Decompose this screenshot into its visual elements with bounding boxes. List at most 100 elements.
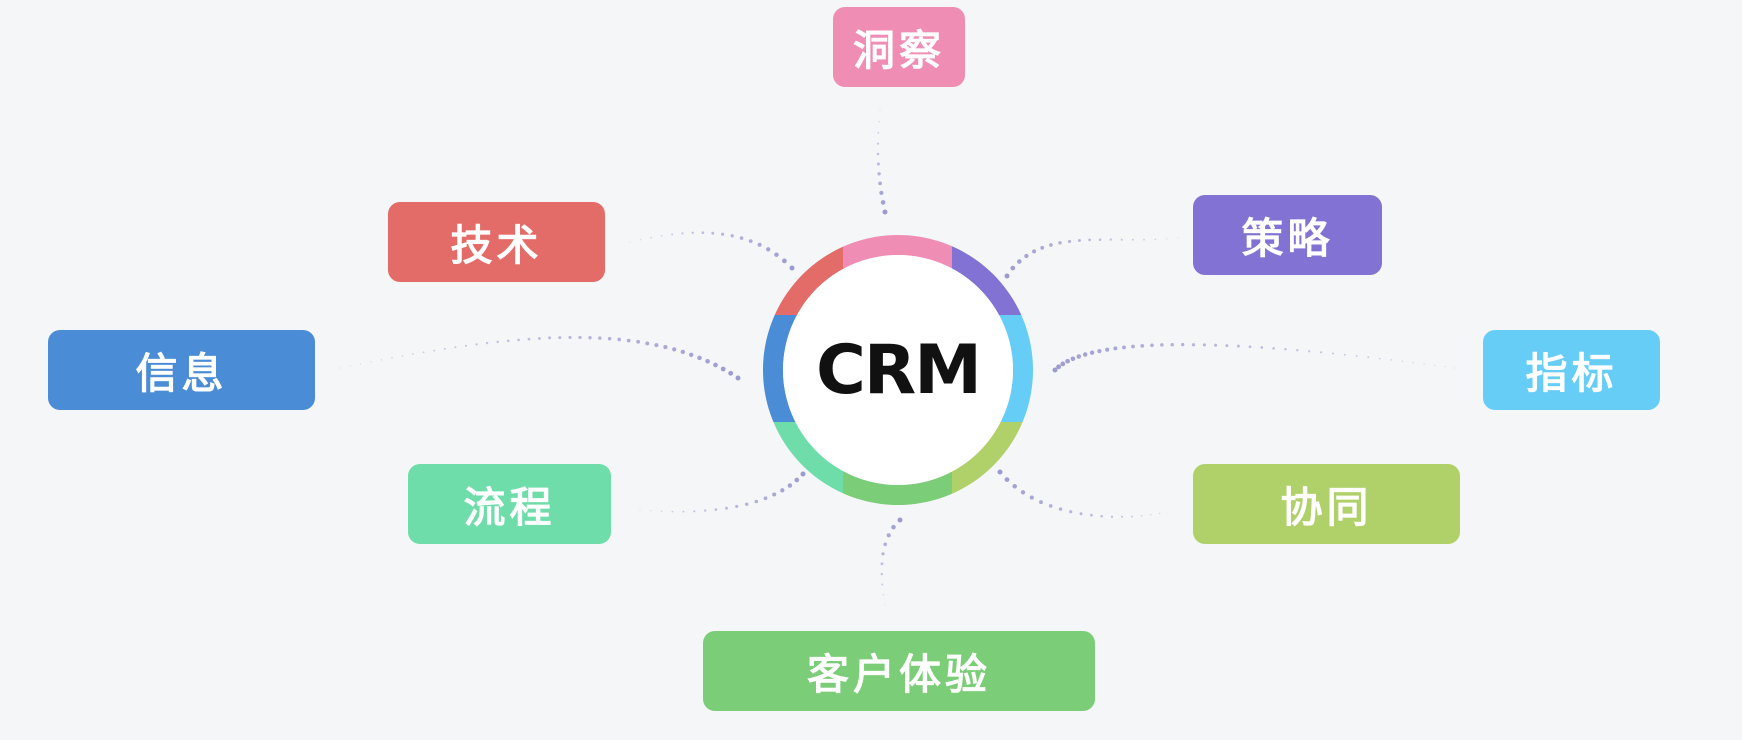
- connector-dot: [1131, 515, 1133, 518]
- connector-dot: [881, 552, 885, 556]
- connector-dot: [1355, 354, 1358, 357]
- connector-dot: [443, 347, 446, 350]
- node-strategy[interactable]: 策略: [1193, 195, 1382, 275]
- connector-dot: [891, 524, 896, 530]
- node-collab[interactable]: 协同: [1193, 464, 1460, 544]
- connector-info: [339, 335, 741, 381]
- connector-dot: [1012, 484, 1017, 489]
- connector-dot: [766, 247, 771, 252]
- connector-dot: [884, 604, 886, 606]
- connector-dot: [1109, 238, 1112, 241]
- connector-dot: [1390, 359, 1392, 361]
- connector-dot: [711, 231, 715, 235]
- connector-dot: [880, 200, 886, 205]
- connector-dot: [680, 349, 685, 355]
- connector-dot: [1159, 512, 1161, 515]
- connector-dot: [681, 232, 684, 235]
- connector-dot: [506, 339, 510, 343]
- connector-dot: [1401, 360, 1404, 362]
- node-process[interactable]: 流程: [408, 464, 611, 544]
- connector-dot: [1076, 354, 1082, 359]
- connector-dot: [735, 375, 741, 381]
- connector-insight: [876, 109, 888, 215]
- connector-dot: [1017, 259, 1022, 264]
- connector-dot: [654, 343, 659, 348]
- connector-dot: [897, 517, 903, 523]
- node-metrics[interactable]: 指标: [1483, 330, 1660, 410]
- connector-dot: [1434, 364, 1436, 366]
- connector-dot: [660, 234, 663, 237]
- connector-dot: [650, 236, 652, 239]
- connector-dot: [1110, 515, 1114, 518]
- connector-dot: [1150, 343, 1154, 348]
- node-insight[interactable]: 洞察: [833, 7, 965, 87]
- connector-dot: [1308, 350, 1311, 353]
- connector-dot: [598, 336, 602, 340]
- connector-dot: [1082, 352, 1088, 357]
- connector-dot: [880, 562, 884, 566]
- connector-dot: [1296, 349, 1299, 352]
- connector-dot: [780, 488, 785, 493]
- connector-dot: [1423, 363, 1425, 365]
- connector-dot: [1378, 357, 1381, 360]
- connector-strategy: [1004, 237, 1179, 279]
- connector-dot: [433, 349, 436, 352]
- node-info[interactable]: 信息: [48, 330, 315, 410]
- connector-dot: [629, 241, 631, 243]
- connector-dot: [730, 234, 734, 238]
- node-tech[interactable]: 技术: [388, 202, 605, 282]
- connector-dot: [1065, 358, 1070, 364]
- connector-dot: [578, 335, 582, 340]
- connector-dot: [663, 345, 668, 350]
- connector-dot: [876, 142, 880, 145]
- connector-dot: [671, 510, 674, 513]
- connector-dot: [1367, 356, 1370, 359]
- connector-dot: [1029, 495, 1034, 500]
- connector-dot: [713, 362, 718, 368]
- connector-dot: [714, 508, 718, 511]
- connector-dot: [1248, 345, 1252, 349]
- connector-dot: [1070, 356, 1076, 362]
- connector-dot: [877, 172, 881, 176]
- connector-dot: [1004, 273, 1010, 279]
- connector-dot: [1058, 507, 1063, 511]
- connector-dot: [1077, 239, 1081, 242]
- connector-dot: [883, 542, 888, 547]
- connector-dot: [517, 338, 520, 342]
- connector-dot: [636, 339, 641, 344]
- connector-dot: [370, 361, 372, 363]
- connector-dot: [879, 109, 881, 111]
- connector-dot: [879, 190, 884, 195]
- connector-dot: [660, 510, 663, 513]
- connector-dot: [800, 471, 806, 477]
- connector-dot: [412, 353, 414, 355]
- crm-hub: CRM: [763, 235, 1033, 505]
- connector-dot: [339, 367, 341, 369]
- connector-dot: [693, 510, 696, 513]
- connector-dot: [1214, 343, 1218, 347]
- connector-dot: [774, 252, 779, 257]
- connector-dot: [1020, 490, 1026, 495]
- connector-dot: [1454, 367, 1456, 369]
- connector-dot: [728, 370, 734, 376]
- connector-dot: [1067, 239, 1072, 244]
- connector-dot: [1010, 265, 1016, 271]
- connector-dot: [1150, 514, 1152, 516]
- connector-dot: [739, 236, 744, 240]
- connector-dot: [639, 239, 642, 241]
- connector-dot: [721, 232, 725, 236]
- connector-dot: [1166, 238, 1168, 240]
- connector-dot: [701, 231, 705, 235]
- connector-dot: [485, 341, 489, 345]
- connector-dot: [1225, 344, 1229, 348]
- connector-dot: [1120, 238, 1123, 241]
- connector-dot: [880, 572, 883, 576]
- connector-cx: [880, 517, 903, 606]
- connector-dot: [1143, 238, 1145, 241]
- connector-dot: [1100, 514, 1103, 518]
- connector-dot: [558, 336, 562, 340]
- node-customer-experience[interactable]: 客户体验: [703, 631, 1095, 711]
- connector-dot: [1004, 477, 1010, 482]
- connector-dot: [1098, 238, 1102, 241]
